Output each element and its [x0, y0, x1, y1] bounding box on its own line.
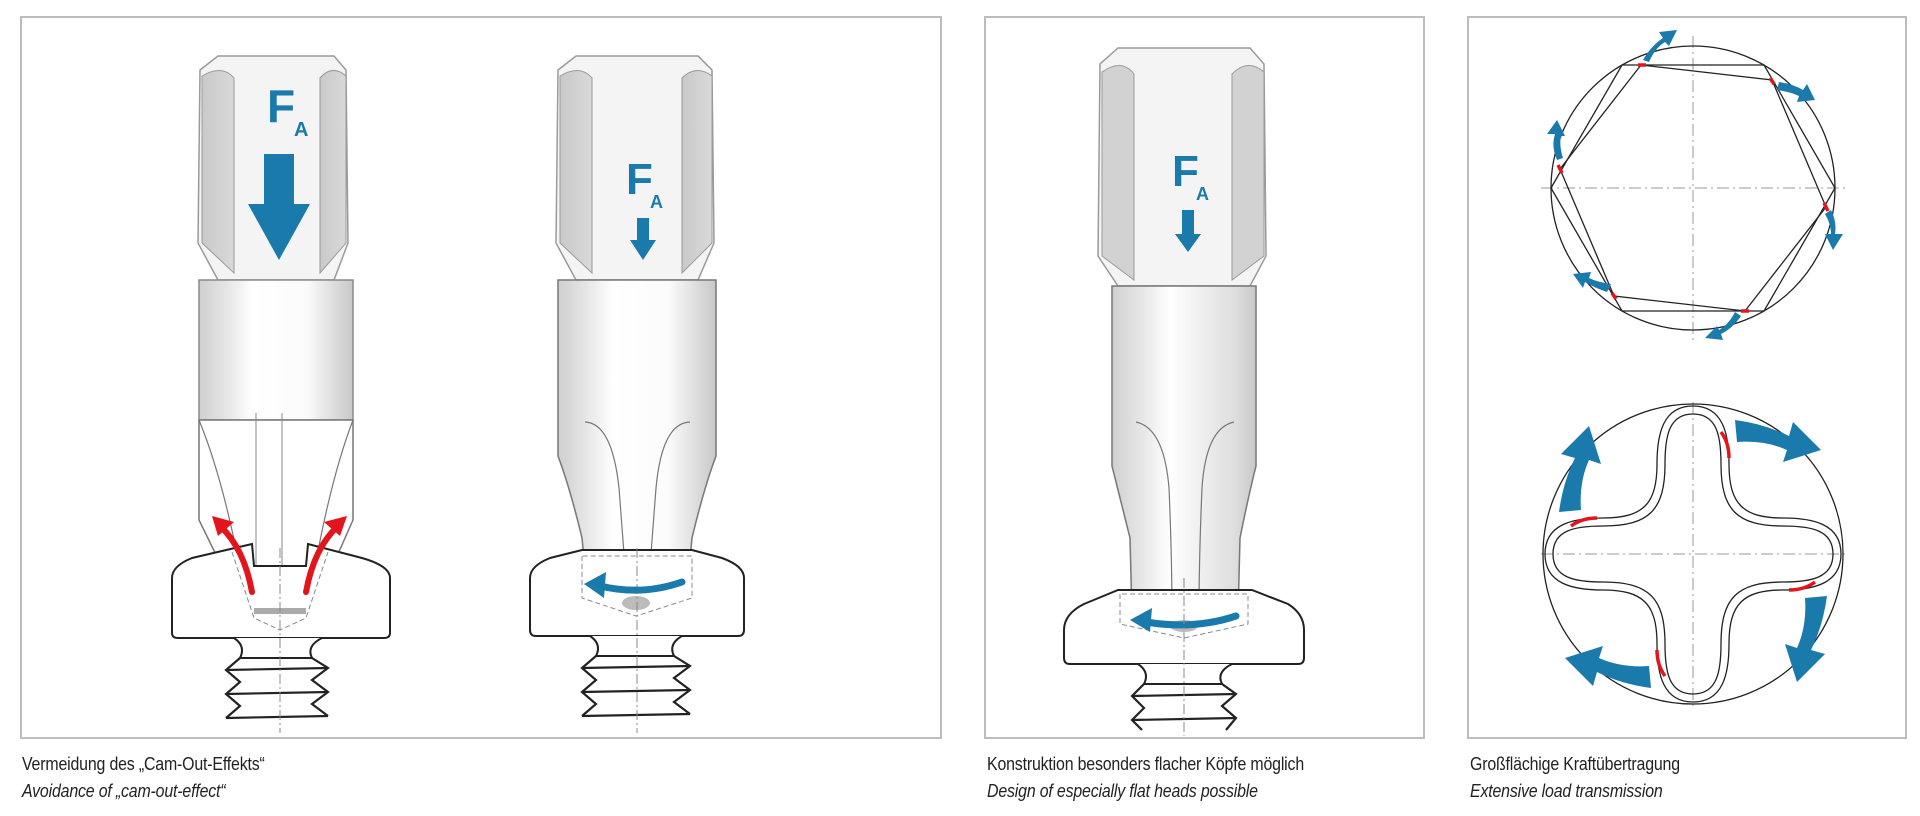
caption-cam-out: Vermeidung des „Cam-Out-Effekts“ Avoidan…: [22, 750, 304, 804]
panel-cam-out: F A: [20, 16, 942, 739]
force-label-f: F: [626, 155, 653, 204]
hex-force-arrows-icon: [1547, 30, 1843, 340]
flat-head-illustration: F A: [1063, 47, 1305, 736]
torx-bit: F A: [529, 55, 745, 733]
small-force-arrow-icon: [1175, 210, 1201, 252]
rotation-arrow-icon: [1142, 612, 1240, 629]
small-force-arrow-icon: [630, 218, 656, 260]
rotation-arrow-icon: [596, 578, 686, 594]
force-label-subscript: A: [650, 192, 663, 212]
torx-cross-section: [1541, 402, 1845, 706]
large-force-arrow-icon: [248, 154, 310, 260]
panel-flat-head: F A: [984, 16, 1425, 739]
caption-german: Großflächige Kraftübertragung: [1470, 753, 1680, 774]
force-label-subscript: A: [1196, 184, 1209, 204]
caption-flat-head: Konstruktion besonders flacher Köpfe mög…: [987, 750, 1356, 804]
caption-english: Design of especially flat heads possible: [987, 780, 1258, 801]
force-label-subscript: A: [294, 119, 308, 141]
torx-bit-flat: F A: [1063, 47, 1305, 736]
load-transmission-illustration: [1541, 30, 1845, 706]
force-label-f: F: [267, 80, 295, 132]
caption-load-transmission: Großflächige Kraftübertragung Extensive …: [1470, 750, 1714, 804]
caption-english: Avoidance of „cam-out-effect“: [22, 780, 226, 801]
force-label-f: F: [1172, 147, 1199, 196]
panel-load-transmission: [1467, 16, 1907, 739]
phillips-bit: F A: [171, 55, 391, 733]
torx-force-arrows-icon: [1559, 420, 1827, 688]
caption-german: Vermeidung des „Cam-Out-Effekts“: [22, 753, 265, 774]
caption-german: Konstruktion besonders flacher Köpfe mög…: [987, 753, 1305, 774]
hex-cross-section: [1541, 30, 1845, 340]
cam-out-illustration: F A: [171, 55, 745, 733]
caption-english: Extensive load transmission: [1470, 780, 1663, 801]
